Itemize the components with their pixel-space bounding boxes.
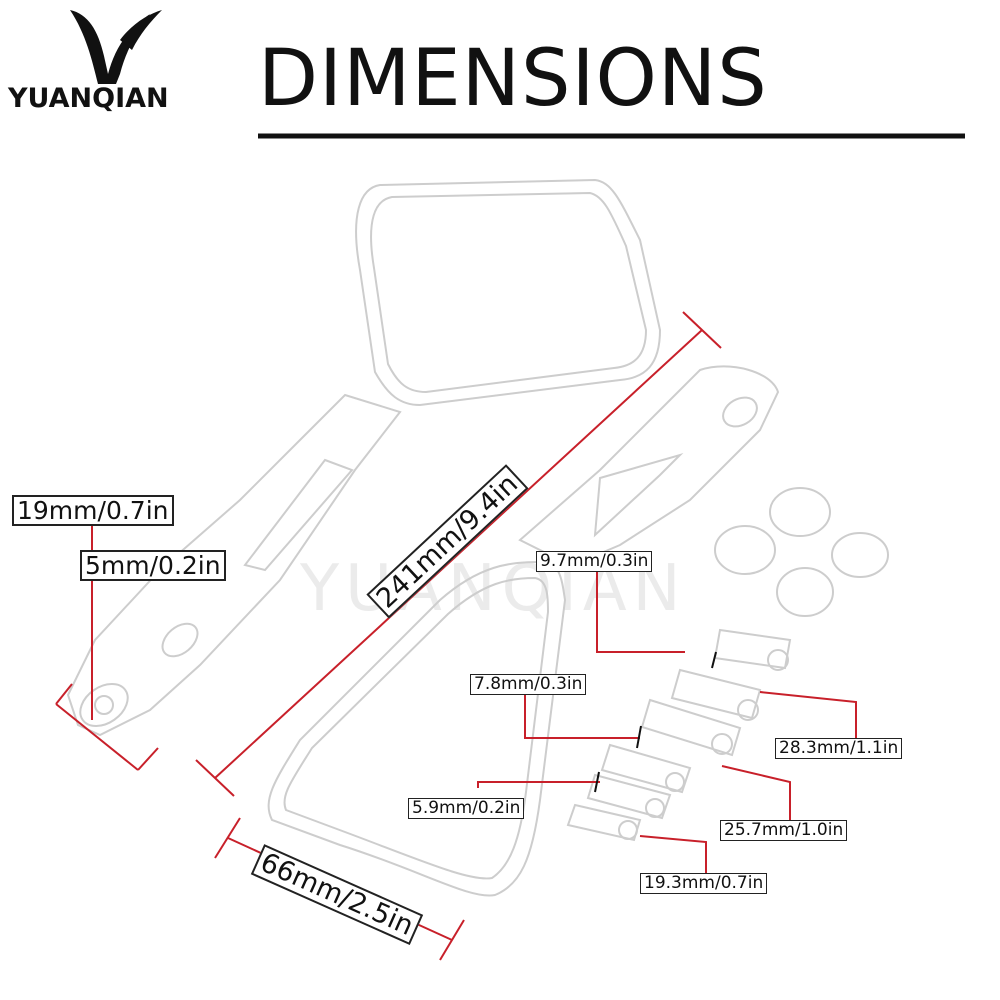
bolt-a-diameter-label: 9.7mm/0.3in [536,551,653,572]
bolt-diameter-marks [594,651,717,793]
dimension-lines [55,311,857,961]
hole-diameter-label: 5mm/0.2in [80,550,226,581]
top-diameter-label: 19mm/0.7in [12,495,174,526]
bolt-b-length-label: 25.7mm/1.0in [720,820,848,841]
page-title: DIMENSIONS [258,34,768,124]
right-mirror [267,365,780,897]
bolt-c-diameter-label: 5.9mm/0.2in [408,798,525,819]
brand-name: YUANQIAN [8,83,169,114]
bolt-c-length-label: 19.3mm/0.7in [640,873,768,894]
brand-logo-icon [70,10,162,84]
left-mirror [66,178,662,737]
hardware-parts [566,487,889,842]
bolt-a-length-label: 28.3mm/1.1in [775,738,903,759]
bolt-b-diameter-label: 7.8mm/0.3in [470,674,587,695]
